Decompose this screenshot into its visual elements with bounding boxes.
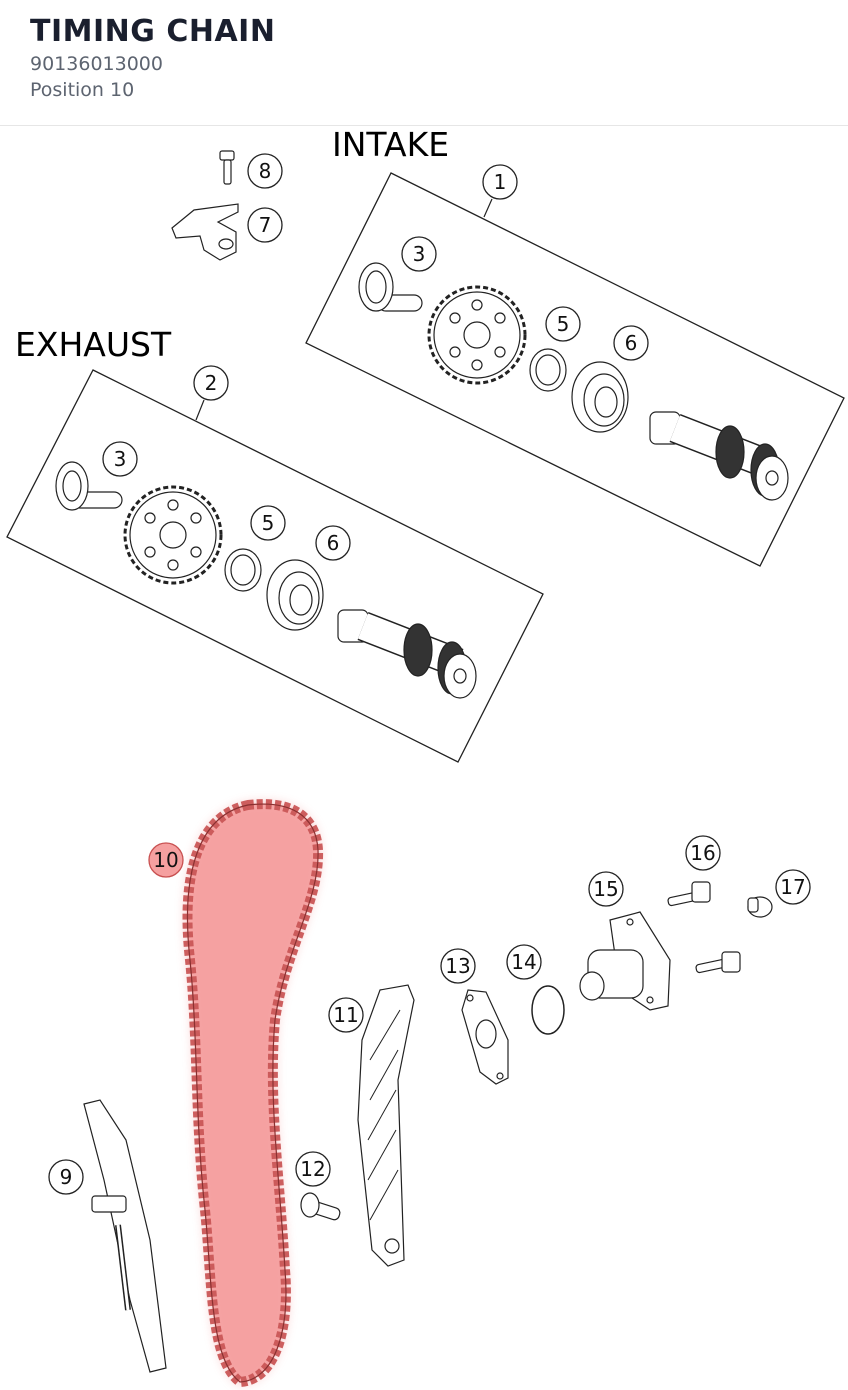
- callout-1[interactable]: 1: [482, 164, 518, 200]
- svg-text:6: 6: [327, 531, 340, 555]
- svg-text:11: 11: [333, 1003, 358, 1027]
- svg-text:5: 5: [262, 511, 275, 535]
- svg-text:9: 9: [60, 1165, 73, 1189]
- callout-10[interactable]: 10: [148, 842, 184, 878]
- callout-16[interactable]: 16: [685, 835, 721, 871]
- svg-text:14: 14: [511, 950, 536, 974]
- svg-text:16: 16: [690, 841, 715, 865]
- svg-text:12: 12: [300, 1157, 325, 1181]
- intake-frame: [305, 172, 845, 567]
- part-number: 90136013000: [30, 53, 163, 75]
- callout-8[interactable]: 8: [247, 153, 283, 189]
- callout-15[interactable]: 15: [588, 871, 624, 907]
- intake-bolt-3[interactable]: [358, 262, 423, 312]
- exhaust-camshaft[interactable]: [337, 609, 477, 699]
- pin-12[interactable]: [300, 1192, 341, 1221]
- exhaust-bolt-3[interactable]: [55, 461, 123, 511]
- callout-13[interactable]: 13: [440, 948, 476, 984]
- svg-text:13: 13: [445, 954, 470, 978]
- exhaust-parts: [55, 461, 477, 699]
- callout-5-exhaust[interactable]: 5: [250, 505, 286, 541]
- intake-ring-5[interactable]: [529, 348, 567, 392]
- svg-text:10: 10: [153, 848, 178, 872]
- intake-camshaft[interactable]: [649, 411, 789, 501]
- plug-17[interactable]: [747, 896, 773, 918]
- tensioner-rail-11[interactable]: [357, 984, 415, 1267]
- svg-text:5: 5: [557, 312, 570, 336]
- tensioner-15[interactable]: [579, 911, 671, 1011]
- svg-text:3: 3: [413, 242, 426, 266]
- svg-text:7: 7: [259, 213, 272, 237]
- o-ring-14[interactable]: [531, 985, 565, 1035]
- callout-6-exhaust[interactable]: 6: [315, 525, 351, 561]
- page-title: TIMING CHAIN: [30, 14, 276, 49]
- svg-text:15: 15: [593, 877, 618, 901]
- callout-2[interactable]: 2: [193, 365, 229, 401]
- bolt-16[interactable]: [667, 881, 741, 974]
- svg-text:1: 1: [494, 170, 507, 194]
- exhaust-bearing-6[interactable]: [266, 559, 324, 631]
- callout-6-intake[interactable]: 6: [613, 325, 649, 361]
- callout-5-intake[interactable]: 5: [545, 306, 581, 342]
- timing-chain-10[interactable]: [182, 799, 324, 1388]
- callout-3-exhaust[interactable]: 3: [102, 441, 138, 477]
- exhaust-frame: [6, 369, 544, 763]
- svg-text:6: 6: [625, 331, 638, 355]
- callout-3-intake[interactable]: 3: [401, 236, 437, 272]
- callout-14[interactable]: 14: [506, 944, 542, 980]
- callout-11[interactable]: 11: [328, 997, 364, 1033]
- callout-12[interactable]: 12: [295, 1151, 331, 1187]
- callouts: 1 2 3 3 5 5 6 6 7 8 9 10 11 12 13 14 15 …: [48, 153, 811, 1195]
- callout-7[interactable]: 7: [247, 207, 283, 243]
- position-label: Position 10: [30, 79, 135, 101]
- callout-9[interactable]: 9: [48, 1159, 84, 1195]
- bolt-8[interactable]: [219, 150, 235, 185]
- header: TIMING CHAIN 90136013000 Position 10: [0, 0, 848, 126]
- svg-text:3: 3: [114, 447, 127, 471]
- gasket-13[interactable]: [461, 989, 509, 1085]
- callout-17[interactable]: 17: [775, 869, 811, 905]
- exhaust-ring-5[interactable]: [224, 548, 262, 592]
- exhaust-sprocket[interactable]: [123, 485, 223, 585]
- svg-text:2: 2: [205, 371, 218, 395]
- intake-bearing-6[interactable]: [571, 361, 629, 433]
- group-label-intake: INTAKE: [332, 125, 449, 164]
- svg-text:17: 17: [780, 875, 805, 899]
- intake-parts: [358, 262, 789, 501]
- intake-sprocket[interactable]: [427, 285, 527, 385]
- svg-text:8: 8: [259, 159, 272, 183]
- guide-rail-9[interactable]: [83, 1099, 167, 1373]
- bracket-7[interactable]: [171, 203, 239, 261]
- group-label-exhaust: EXHAUST: [15, 325, 172, 364]
